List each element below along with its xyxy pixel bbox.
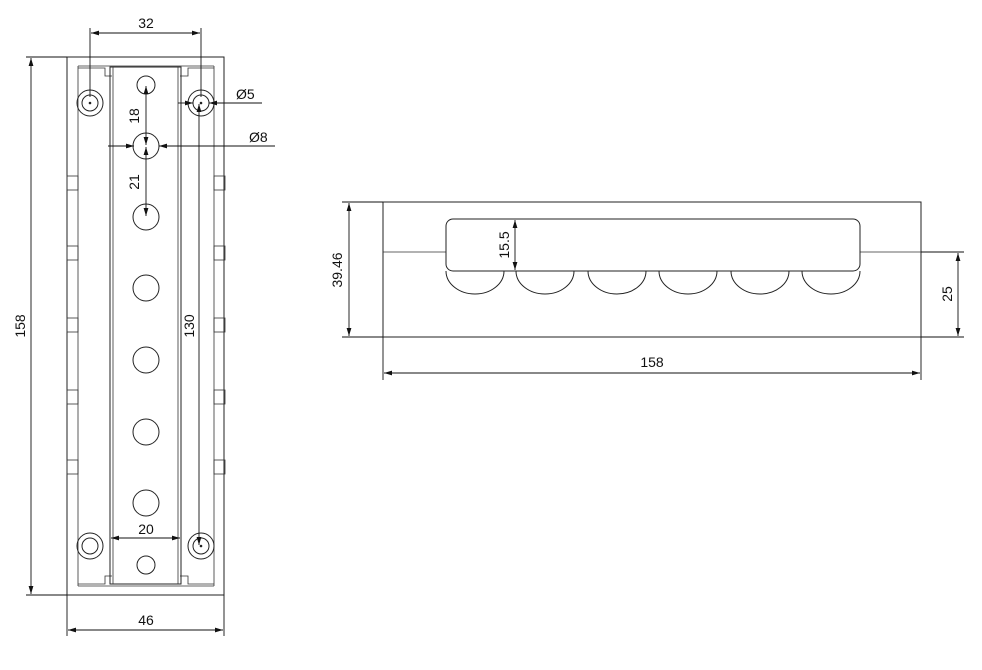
port-hole (136, 555, 156, 575)
cap-outline (445, 218, 861, 272)
top-view: 32 Ø5 Ø8 18 21 158 (12, 15, 275, 636)
dim-port-diameter: Ø8 (108, 129, 275, 149)
dim-label: 21 (126, 174, 142, 190)
mount-hole-bottom-right (187, 532, 215, 560)
mount-hole-bottom-left (76, 532, 104, 560)
dim-overall-width: 46 (66, 595, 225, 636)
port-domes (445, 270, 861, 295)
top-step (78, 67, 214, 77)
port-strip (109, 66, 182, 585)
port-hole (132, 346, 160, 374)
dim-strip-width: 20 (111, 521, 180, 541)
dim-label: 20 (138, 521, 154, 537)
dim-cap-height: 15.5 (496, 220, 518, 270)
dim-label: 46 (138, 612, 154, 628)
dim-base-height: 25 (921, 251, 964, 338)
dim-label: 158 (12, 314, 28, 338)
port-hole (132, 274, 160, 302)
side-tabs (66, 175, 226, 475)
port-hole (132, 489, 160, 517)
side-outline (382, 201, 922, 338)
dim-label: Ø5 (236, 86, 255, 102)
housing-outline (66, 56, 225, 596)
dim-label: 130 (181, 314, 197, 338)
dim-mount-hole-span: 130 (181, 104, 202, 545)
port-hole (132, 418, 160, 446)
dim-side-overall-height: 39.46 (329, 201, 383, 338)
dim-label: 158 (640, 354, 664, 370)
dim-label: 25 (939, 286, 955, 302)
dim-label: Ø8 (249, 129, 268, 145)
dim-label: 18 (126, 108, 142, 124)
side-view: 39.46 15.5 25 158 (329, 201, 964, 380)
dim-label: 32 (138, 15, 154, 31)
dim-side-overall-length: 158 (382, 337, 922, 380)
dim-port-pitch: 21 (126, 147, 149, 216)
dim-mount-hole-diameter: Ø5 (178, 86, 262, 106)
bottom-step (78, 575, 214, 585)
dim-label: 39.46 (329, 252, 345, 287)
dim-overall-height: 158 (12, 56, 67, 596)
dim-label: 15.5 (496, 231, 512, 258)
dim-first-port-offset: 18 (126, 86, 149, 145)
dim-hole-spacing: 32 (89, 15, 202, 97)
